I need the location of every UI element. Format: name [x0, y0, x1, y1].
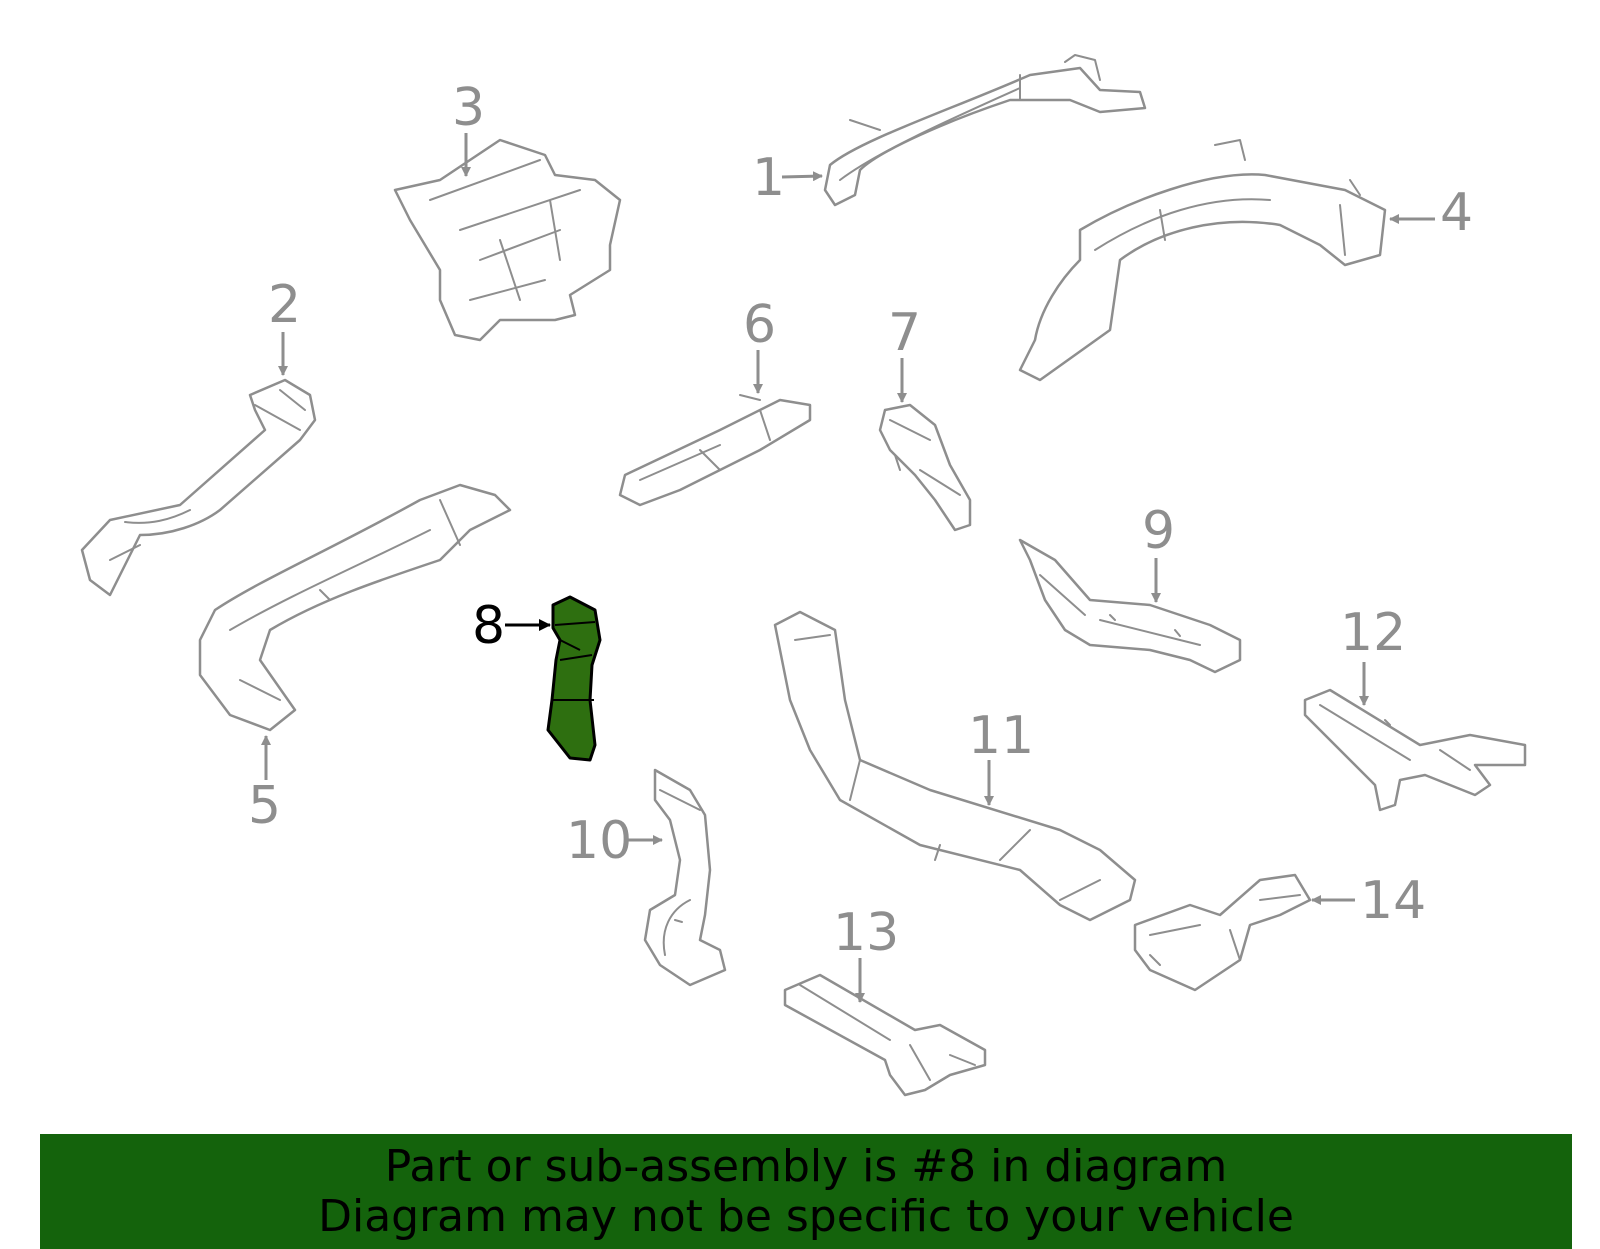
callout-14: 14: [1360, 871, 1426, 931]
part-12-duct[interactable]: [1303, 688, 1527, 812]
callout-4: 4: [1440, 183, 1473, 243]
part-1-duct[interactable]: [823, 54, 1147, 207]
callout-3: 3: [452, 78, 485, 138]
callout-1: 1: [752, 148, 785, 208]
callout-5: 5: [248, 776, 281, 836]
part-11-duct[interactable]: [773, 610, 1137, 922]
part-14-duct[interactable]: [1133, 873, 1312, 992]
callout-2: 2: [268, 275, 301, 335]
part-7-duct[interactable]: [878, 403, 972, 532]
part-4-duct[interactable]: [1018, 139, 1387, 382]
banner-line-2: Diagram may not be specific to your vehi…: [318, 1191, 1294, 1242]
part-13-duct[interactable]: [783, 973, 987, 1097]
callout-13: 13: [833, 903, 899, 963]
part-10-duct[interactable]: [643, 768, 727, 987]
callout-9: 9: [1142, 501, 1175, 561]
part-6-vent[interactable]: [618, 394, 812, 507]
callout-7: 7: [888, 303, 921, 363]
callout-10: 10: [566, 811, 632, 871]
callout-8: 8: [472, 596, 505, 656]
part-2-duct[interactable]: [80, 378, 317, 597]
callout-11: 11: [968, 706, 1034, 766]
banner-line-1: Part or sub-assembly is #8 in diagram: [384, 1141, 1228, 1192]
part-8-duct-highlighted[interactable]: [546, 595, 602, 762]
callout-12: 12: [1340, 603, 1406, 663]
part-5-duct[interactable]: [198, 483, 512, 732]
part-3-housing[interactable]: [393, 138, 622, 342]
part-9-duct[interactable]: [1018, 538, 1242, 674]
callout-6: 6: [743, 295, 776, 355]
info-banner: Part or sub-assembly is #8 in diagram Di…: [40, 1134, 1572, 1249]
